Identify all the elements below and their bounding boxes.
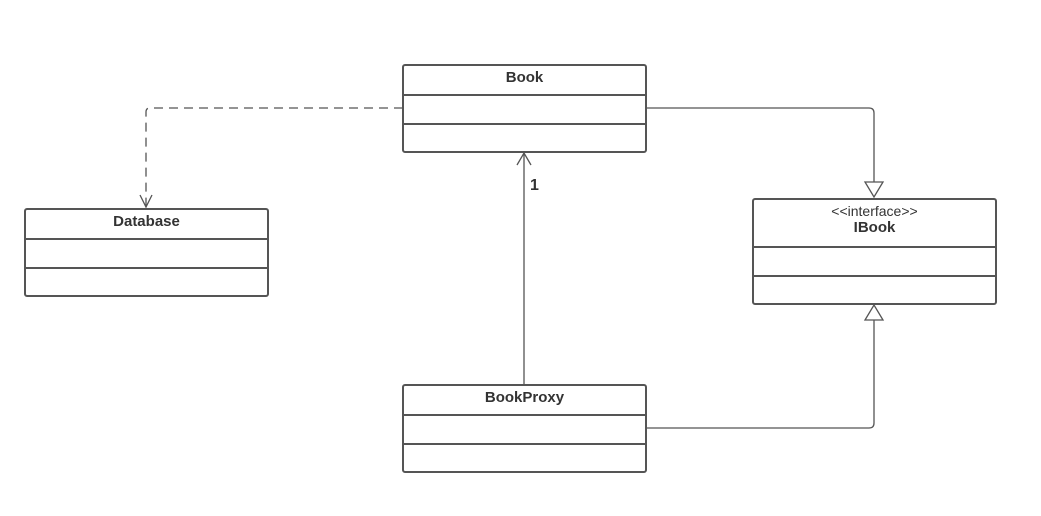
class-book-name: Book [505, 69, 544, 86]
dependency-book-database[interactable] [145, 107, 403, 206]
class-book-attributes [404, 96, 645, 125]
class-database[interactable]: Database [24, 208, 269, 297]
association-arrowhead [516, 151, 532, 166]
class-database-attributes [26, 240, 267, 269]
interface-ibook[interactable]: <<interface>> IBook [752, 198, 997, 305]
interface-ibook-attributes [754, 248, 995, 277]
class-bookproxy-attributes [404, 416, 645, 445]
class-bookproxy-methods [404, 445, 645, 471]
interface-ibook-header: <<interface>> IBook [754, 200, 995, 248]
class-book[interactable]: Book [402, 64, 647, 153]
interface-ibook-methods [754, 277, 995, 303]
class-book-methods [404, 125, 645, 151]
class-book-header: Book [404, 66, 645, 96]
class-bookproxy-header: BookProxy [404, 386, 645, 416]
interface-stereotype: <<interface>> [831, 203, 918, 219]
class-database-header: Database [26, 210, 267, 240]
association-multiplicity-label: 1 [530, 177, 539, 194]
dependency-arrowhead [139, 194, 153, 209]
class-database-methods [26, 269, 267, 295]
class-database-name: Database [113, 213, 180, 230]
realization-bookproxy-ibook[interactable] [646, 320, 875, 429]
class-bookproxy-name: BookProxy [484, 389, 565, 406]
class-bookproxy[interactable]: BookProxy [402, 384, 647, 473]
interface-ibook-name: IBook [853, 219, 896, 236]
realization-triangle-bottom [863, 303, 885, 321]
realization-triangle-top [863, 181, 885, 199]
realization-book-ibook[interactable] [646, 107, 875, 182]
